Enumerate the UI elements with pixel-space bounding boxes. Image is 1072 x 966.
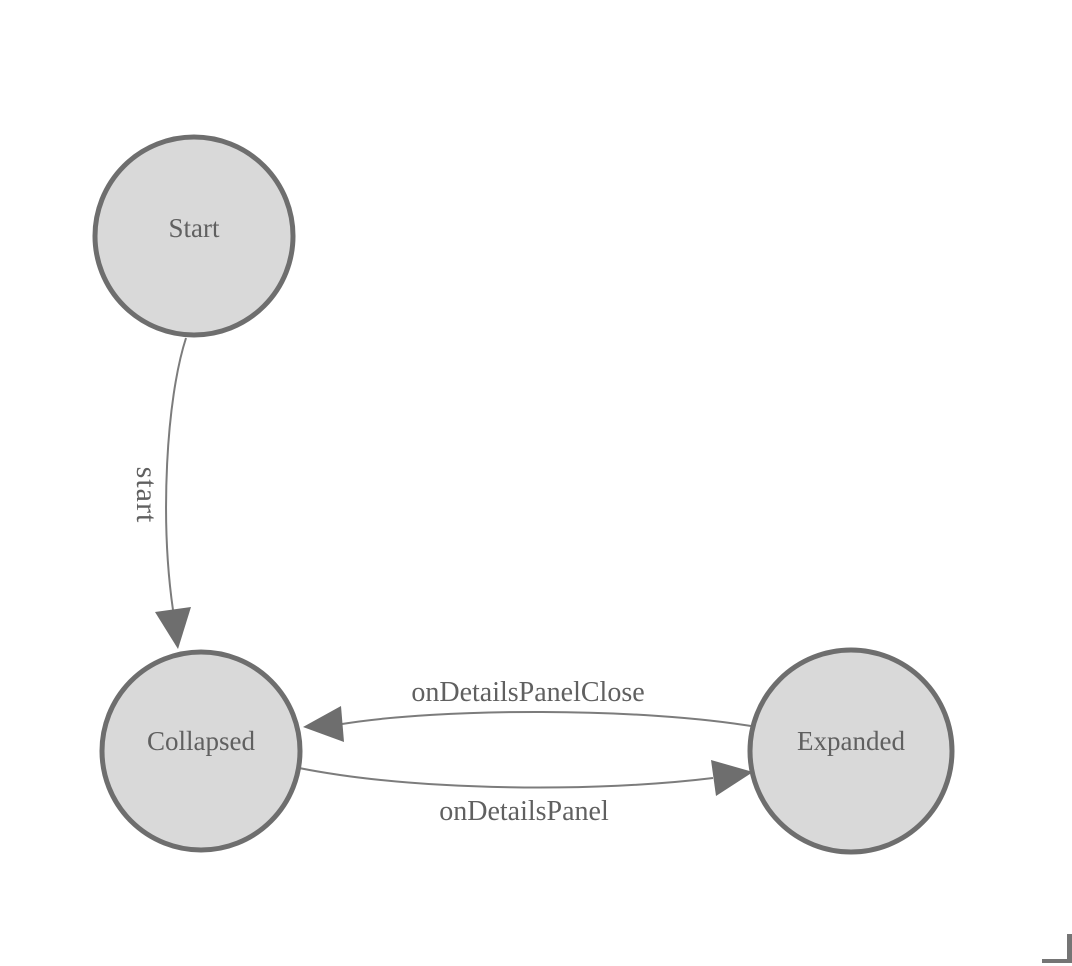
corner-mark-horizontal [1042, 959, 1072, 963]
state-circle-collapsed[interactable] [99, 649, 303, 853]
edge-label-ondetailspanel: onDetailsPanel [439, 796, 609, 827]
edge-label-ondetailspanelclose: onDetailsPanelClose [411, 677, 644, 708]
state-label-collapsed: Collapsed [147, 726, 255, 756]
state-circle-expanded[interactable] [747, 647, 955, 855]
edge-ondetailspanelclose-path[interactable] [341, 710, 758, 728]
state-label-start: Start [169, 213, 220, 243]
corner-mark-vertical [1067, 934, 1072, 963]
edge-ondetailspanelclose[interactable]: onDetailsPanelClose [303, 677, 758, 742]
state-label-expanded: Expanded [797, 726, 905, 756]
state-node-collapsed[interactable]: Collapsed [99, 649, 303, 853]
arrowhead-ondetailspanel [711, 760, 753, 796]
edge-ondetailspanel-path[interactable] [298, 767, 714, 789]
viewport-corner-mark [1042, 934, 1072, 963]
state-node-start[interactable]: Start [92, 134, 296, 338]
edge-ondetailspanel[interactable]: onDetailsPanel [298, 760, 753, 827]
arrowhead-ondetailspanelclose [303, 706, 344, 742]
state-circle-start[interactable] [92, 134, 296, 338]
edge-start[interactable]: start [130, 337, 191, 649]
edge-start-path[interactable] [165, 337, 187, 611]
edge-label-start: start [130, 467, 163, 524]
arrowhead-start [155, 607, 191, 649]
state-node-expanded[interactable]: Expanded [747, 647, 955, 855]
